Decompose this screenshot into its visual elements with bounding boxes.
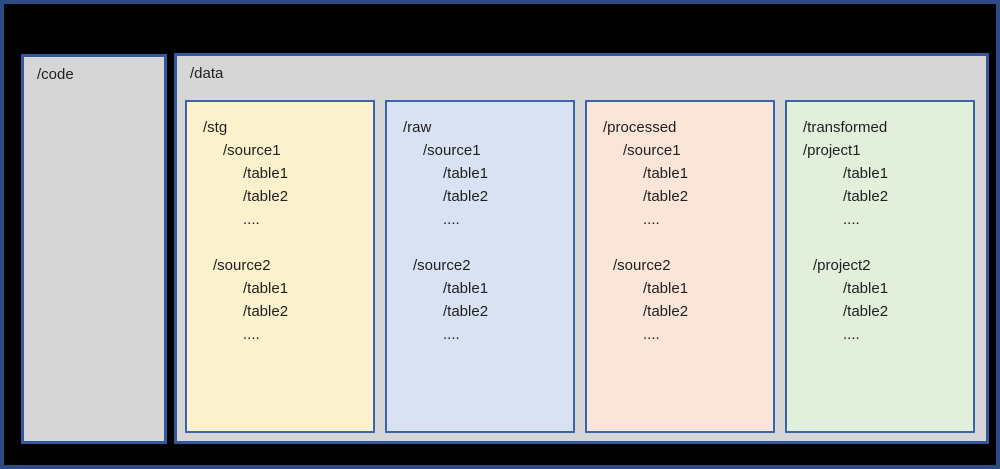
folder-path-line: .... xyxy=(643,326,660,343)
folder-path-line: .... xyxy=(243,326,260,343)
folder-path-line: /table1 xyxy=(243,280,289,297)
folder-path-line: /source1 xyxy=(423,142,481,159)
folder-path-line: /source2 xyxy=(613,257,671,274)
folder-path-line: /table2 xyxy=(643,303,689,320)
folder-path-line: /table2 xyxy=(843,303,889,320)
folder-box-processed: /processed/source1/table1/table2.... /sou… xyxy=(585,100,775,433)
folder-path-line: /table2 xyxy=(843,188,889,205)
folder-path-line: .... xyxy=(243,211,260,228)
folder-path-line: /table2 xyxy=(243,303,289,320)
folder-box-stg: /stg/source1/table1/table2.... /source2/t… xyxy=(185,100,375,433)
data-folder-panel: /data /stg/source1/table1/table2.... /sou… xyxy=(174,53,989,444)
folder-path-line: /table1 xyxy=(643,280,689,297)
folder-path-line: .... xyxy=(843,211,860,228)
folder-path-line: /table1 xyxy=(643,165,689,182)
folder-path-line: /source2 xyxy=(413,257,471,274)
data-folder-label: /data xyxy=(190,65,224,82)
folder-path-line: /table2 xyxy=(643,188,689,205)
folder-group: /stg/source1/table1/table2.... /source2/t… xyxy=(185,100,975,433)
folder-path-line: /table1 xyxy=(243,165,289,182)
folder-path-line: /stg xyxy=(203,119,228,136)
folder-path-line: /table1 xyxy=(443,165,489,182)
blank-line xyxy=(803,231,963,254)
blank-line xyxy=(203,231,363,254)
folder-path-line: .... xyxy=(443,211,460,228)
blank-line xyxy=(403,231,563,254)
code-folder-panel: /code xyxy=(21,54,167,444)
folder-path-line: /transformed xyxy=(803,119,888,136)
folder-path-line: .... xyxy=(443,326,460,343)
code-folder-label: /code xyxy=(37,66,74,83)
folder-path-line: /source2 xyxy=(213,257,271,274)
folder-path-line: /table2 xyxy=(443,188,489,205)
folder-path-line: /processed xyxy=(603,119,677,136)
folder-path-line: /raw xyxy=(403,119,432,136)
folder-path-line: /table2 xyxy=(443,303,489,320)
folder-path-line: .... xyxy=(843,326,860,343)
folder-path-line: /project1 xyxy=(803,142,861,159)
blank-line xyxy=(603,231,763,254)
folder-box-transformed: /transformed/project1/table1/table2.... /… xyxy=(785,100,975,433)
folder-path-line: /table2 xyxy=(243,188,289,205)
folder-path-line: /project2 xyxy=(813,257,871,274)
folder-path-line: /table1 xyxy=(843,165,889,182)
folder-path-line: /source1 xyxy=(223,142,281,159)
folder-box-raw: /raw/source1/table1/table2.... /source2/t… xyxy=(385,100,575,433)
folder-path-line: /table1 xyxy=(843,280,889,297)
folder-path-line: /table1 xyxy=(443,280,489,297)
folder-path-line: .... xyxy=(643,211,660,228)
folder-path-line: /source1 xyxy=(623,142,681,159)
